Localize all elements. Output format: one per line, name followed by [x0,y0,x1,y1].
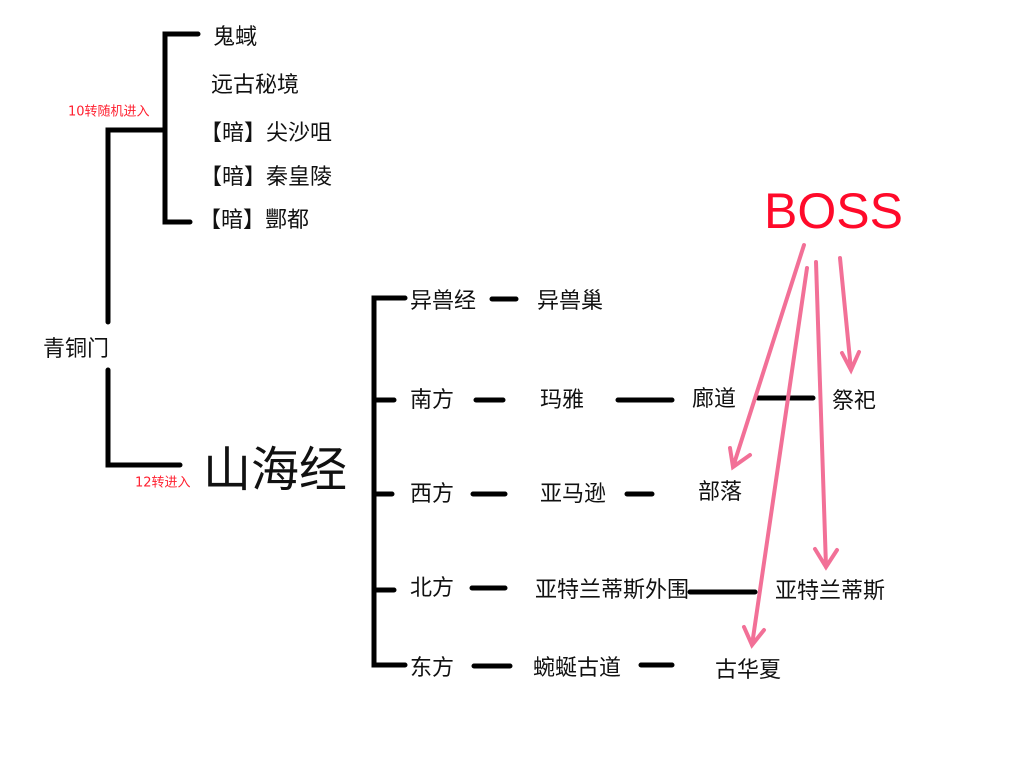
node: 南方 [410,388,455,413]
node: 东方 [410,656,455,681]
node: 异兽巢 [537,289,604,314]
note-10: 10转随机进入 [68,104,150,120]
node: 祭祀 [832,389,877,414]
node: 玛雅 [540,388,585,413]
node: 古华夏 [715,658,782,683]
top-bracket [162,31,201,225]
note-12: 12转进入 [135,475,191,491]
top-node: 【暗】尖沙咀 [200,121,333,146]
row-lines [469,296,816,669]
node: 廊道 [692,387,737,412]
root-node: 青铜门 [43,337,110,362]
top-node: 【暗】秦皇陵 [200,165,333,190]
node: 蜿蜒古道 [533,656,622,681]
node: 西方 [410,482,455,507]
boss-arrow-atlantis [813,260,839,571]
root-to-shanhai-line [105,367,183,468]
boss-arrow-buluo [728,243,806,471]
node: 部落 [698,480,743,505]
node: 亚马逊 [540,482,607,507]
top-node: 远古秘境 [211,73,300,98]
node: 亚特兰蒂斯 [775,579,886,604]
top-node: 【暗】酆都 [199,208,310,233]
node: 亚特兰蒂斯外围 [535,578,690,603]
root-to-top-line [105,127,168,325]
node: 异兽经 [410,289,477,314]
top-node: 鬼蜮 [213,25,258,50]
boss-arrow-guhuaxia [742,266,809,649]
boss-arrow-jisi [838,256,861,375]
boss-label: BOSS [764,183,903,239]
shanhai-title: 山海经 [203,442,348,498]
node: 北方 [410,576,455,601]
shanhai-bracket [371,295,408,668]
